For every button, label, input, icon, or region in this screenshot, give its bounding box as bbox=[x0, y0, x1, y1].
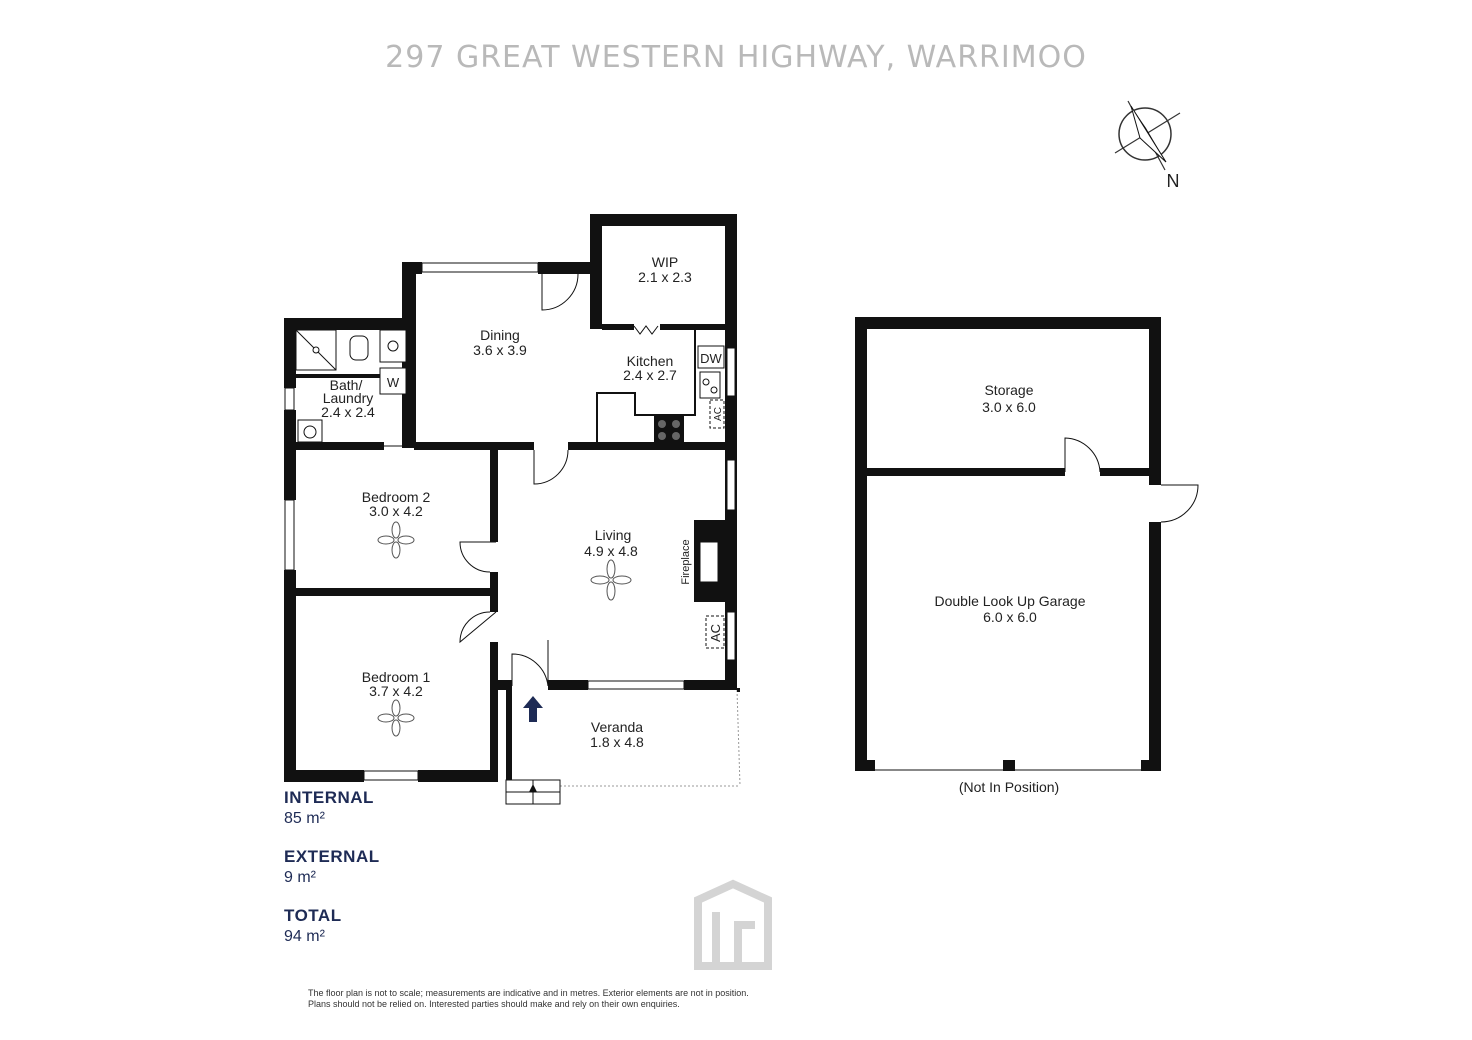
room-storage-name: Storage bbox=[984, 382, 1033, 398]
room-bath-size: 2.4 x 2.4 bbox=[321, 404, 375, 420]
room-bath-name-2: Laundry bbox=[323, 390, 374, 406]
room-kitchen-name: Kitchen bbox=[627, 353, 674, 369]
room-kitchen-size: 2.4 x 2.7 bbox=[623, 367, 677, 383]
room-garage-size: 6.0 x 6.0 bbox=[983, 609, 1037, 625]
fireplace-label: Fireplace bbox=[680, 539, 692, 584]
area-internal-value: 85 m² bbox=[284, 810, 325, 827]
bath-fixtures bbox=[295, 329, 407, 443]
disclaimer-line-1: The floor plan is not to scale; measurem… bbox=[308, 988, 749, 998]
garage-note: (Not In Position) bbox=[959, 779, 1059, 795]
page-title: 297 GREAT WESTERN HIGHWAY, WARRIMOO bbox=[385, 40, 1087, 75]
garage-doors bbox=[875, 437, 1199, 771]
ac-label-kitchen: AC bbox=[713, 407, 724, 421]
room-garage-name: Double Look Up Garage bbox=[935, 593, 1086, 609]
room-veranda-size: 1.8 x 4.8 bbox=[590, 734, 644, 750]
room-bedroom2-size: 3.0 x 4.2 bbox=[369, 503, 423, 519]
area-external-label: EXTERNAL bbox=[284, 847, 380, 866]
room-dining-size: 3.6 x 3.9 bbox=[473, 342, 527, 358]
garage-walls bbox=[855, 317, 1161, 771]
room-wip-size: 2.1 x 2.3 bbox=[638, 269, 692, 285]
dishwasher-label: DW bbox=[700, 351, 722, 366]
compass-north-label: N bbox=[1167, 171, 1180, 191]
room-bedroom1-size: 3.7 x 4.2 bbox=[369, 683, 423, 699]
room-living-size: 4.9 x 4.8 bbox=[584, 543, 638, 559]
windows bbox=[284, 262, 736, 781]
room-storage-size: 3.0 x 6.0 bbox=[982, 399, 1036, 415]
disclaimer: The floor plan is not to scale; measurem… bbox=[308, 988, 908, 1010]
room-living-name: Living bbox=[595, 527, 632, 543]
entry-arrow-icon bbox=[523, 696, 543, 722]
area-external-value: 9 m² bbox=[284, 869, 316, 886]
room-bedroom1-name: Bedroom 1 bbox=[362, 669, 431, 685]
area-external: EXTERNAL 9 m² bbox=[284, 847, 380, 887]
room-dining-name: Dining bbox=[480, 327, 520, 343]
area-total-value: 94 m² bbox=[284, 928, 325, 945]
compass-icon bbox=[1114, 100, 1181, 171]
room-veranda-name: Veranda bbox=[591, 719, 643, 735]
disclaimer-line-2: Plans should not be relied on. Intereste… bbox=[308, 999, 680, 1009]
ac-label-living: AC bbox=[708, 624, 723, 642]
agency-logo-icon bbox=[694, 879, 772, 970]
door-swings bbox=[384, 273, 659, 687]
room-wip-name: WIP bbox=[652, 254, 678, 270]
veranda-outline bbox=[505, 688, 741, 805]
room-bath-name-1: Bath/ bbox=[330, 377, 363, 393]
area-total-label: TOTAL bbox=[284, 906, 342, 925]
house-walls bbox=[284, 214, 737, 782]
fireplace-icon bbox=[699, 541, 719, 583]
area-internal-label: INTERNAL bbox=[284, 788, 374, 807]
room-bedroom2-name: Bedroom 2 bbox=[362, 489, 431, 505]
area-total: TOTAL 94 m² bbox=[284, 906, 342, 946]
ceiling-fan-icons bbox=[377, 521, 632, 737]
kitchen-fixtures bbox=[654, 345, 725, 649]
washer-label: W bbox=[387, 375, 400, 390]
area-internal: INTERNAL 85 m² bbox=[284, 788, 374, 828]
